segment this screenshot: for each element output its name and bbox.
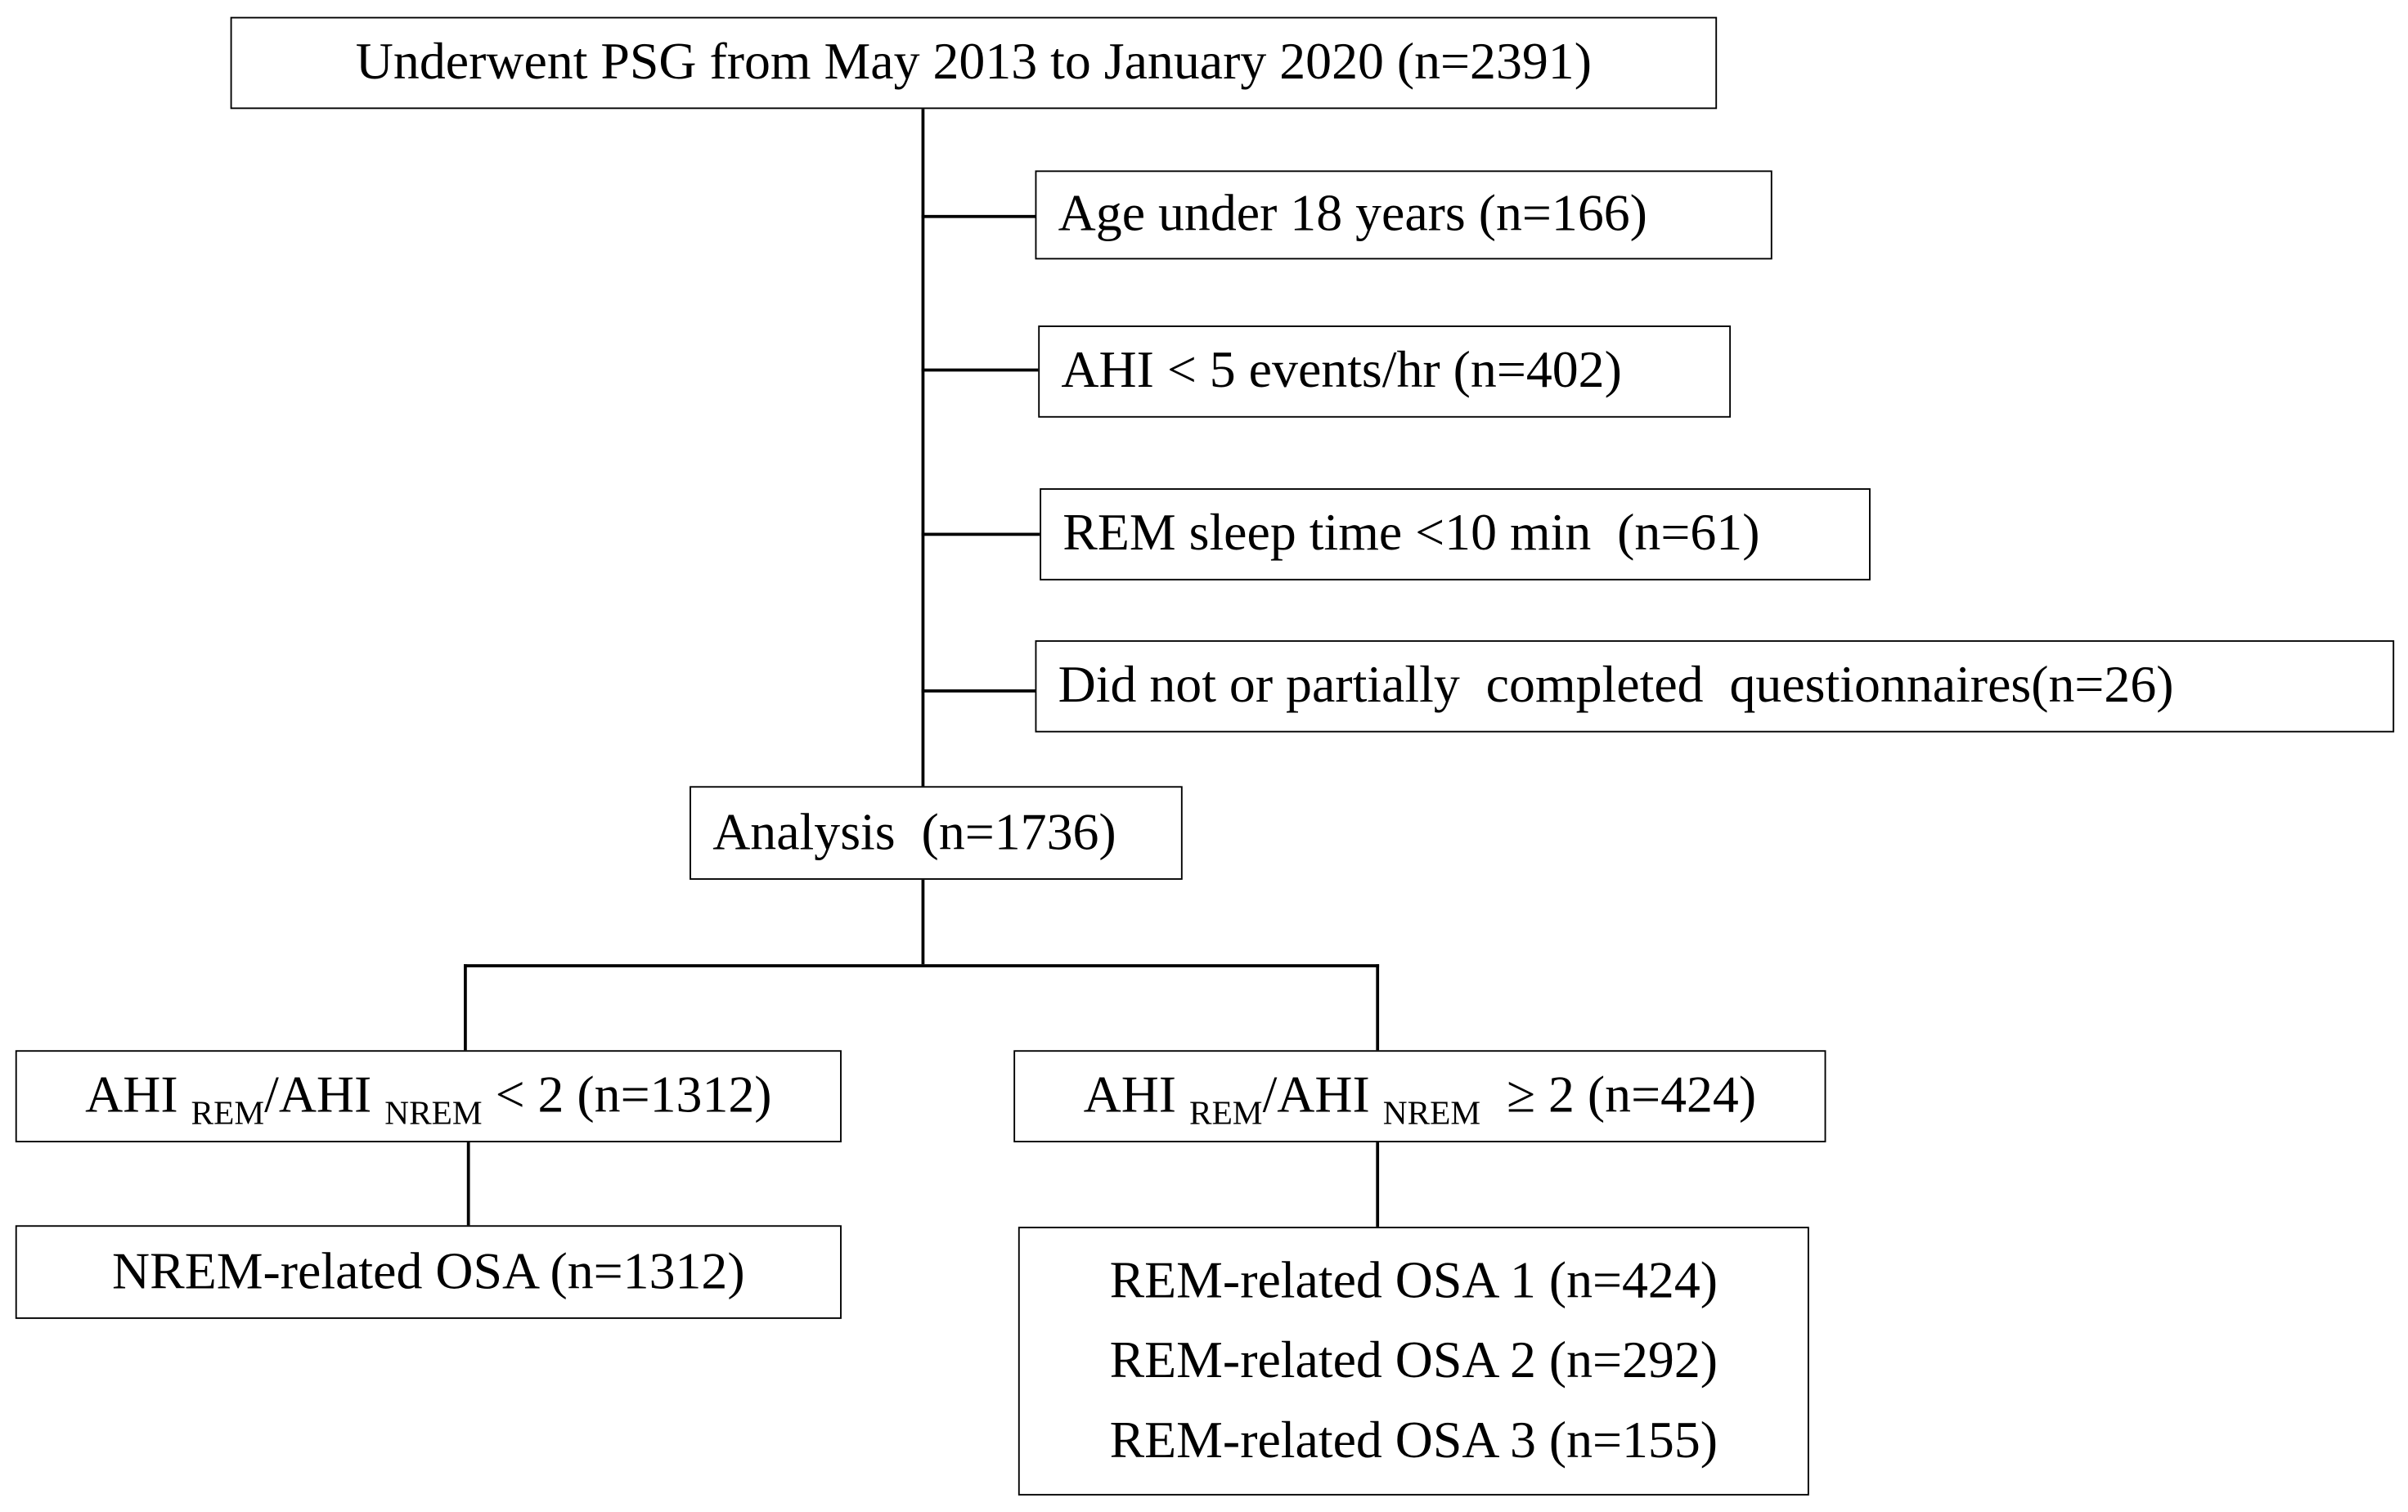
exclusion-connector-1 (921, 214, 1037, 218)
left-branch-line (464, 964, 466, 1052)
exclusion-connector-2 (921, 368, 1040, 371)
exclusion-connector-4 (921, 689, 1037, 692)
analysis-down-line (921, 877, 924, 965)
ratio-label-high: AHI REM/AHI NREM ≥ 2 (n=424) (1083, 1066, 1757, 1132)
right-branch-line (1376, 964, 1379, 1052)
rem-osa-1-label: REM-related OSA 1 (n=424) (1109, 1252, 1718, 1309)
start-box: Underwent PSG from May 2013 to January 2… (230, 16, 1718, 110)
exclusion-label-age: Age under 18 years (n=166) (1058, 186, 1647, 243)
nrem-osa-label: NREM-related OSA (n=1312) (112, 1242, 745, 1300)
exclusion-label-questionnaires: Did not or partially completed questionn… (1058, 657, 2174, 715)
exclusion-label-rem-time: REM sleep time <10 min (n=61) (1062, 505, 1760, 563)
split-line (464, 964, 1380, 967)
ratio-label-low: AHI REM/AHI NREM < 2 (n=1312) (85, 1066, 772, 1132)
left-outcome-line (466, 1141, 469, 1227)
rem-osa-3-label: REM-related OSA 3 (n=155) (1109, 1411, 1718, 1469)
analysis-box: Analysis (n=1736) (690, 786, 1183, 880)
rem-osa-2-label: REM-related OSA 2 (n=292) (1109, 1331, 1718, 1389)
right-outcome-line (1376, 1141, 1379, 1229)
rem-osa-box: REM-related OSA 1 (n=424) REM-related OS… (1018, 1227, 1809, 1496)
exclusion-box-questionnaires: Did not or partially completed questionn… (1035, 639, 2395, 733)
main-trunk-line (921, 105, 924, 831)
analysis-label: Analysis (n=1736) (712, 803, 1116, 861)
start-label: Underwent PSG from May 2013 to January 2… (355, 34, 1592, 91)
exclusion-label-ahi: AHI < 5 events/hr (n=402) (1061, 342, 1622, 400)
exclusion-box-rem-time: REM sleep time <10 min (n=61) (1040, 488, 1871, 581)
ratio-box-high: AHI REM/AHI NREM ≥ 2 (n=424) (1013, 1050, 1826, 1142)
nrem-osa-box: NREM-related OSA (n=1312) (15, 1225, 842, 1319)
exclusion-box-age: Age under 18 years (n=166) (1035, 170, 1772, 260)
exclusion-box-ahi: AHI < 5 events/hr (n=402) (1038, 325, 1732, 418)
ratio-box-low: AHI REM/AHI NREM < 2 (n=1312) (15, 1050, 842, 1142)
exclusion-connector-3 (921, 532, 1042, 536)
